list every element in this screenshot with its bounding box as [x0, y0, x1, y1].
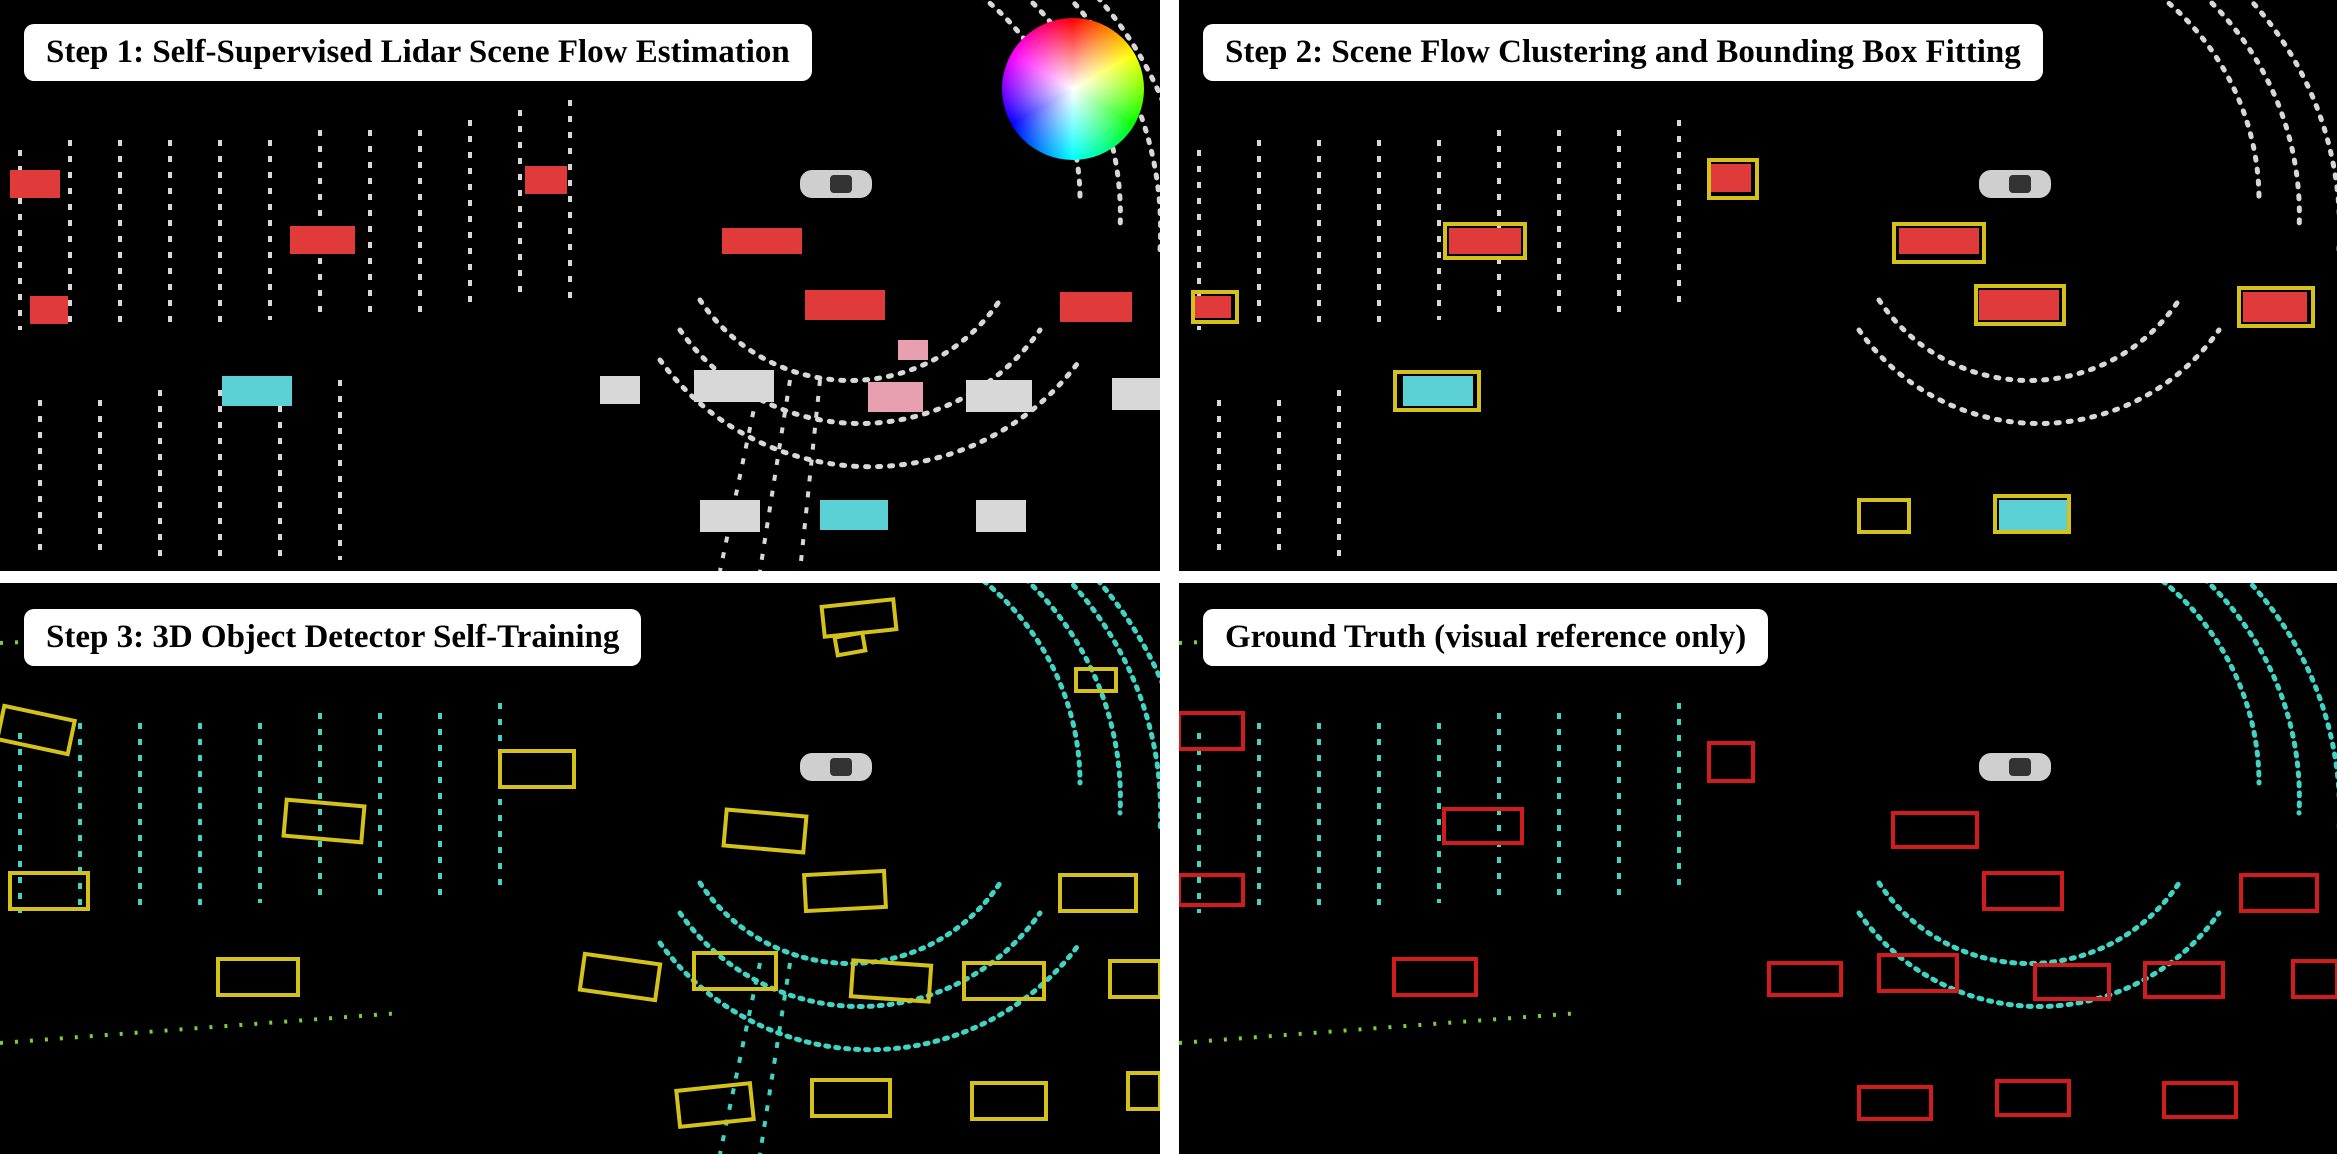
lidar-scene-step2	[1191, 0, 2337, 560]
panel-step1: Step 1: Self-Supervised Lidar Scene Flow…	[0, 0, 1160, 571]
lidar-scene-step3	[0, 583, 1160, 1154]
lidar-scene-ground-truth	[1179, 583, 2337, 1121]
ego-car-icon	[800, 170, 872, 198]
panel-title: Ground Truth (visual reference only)	[1203, 609, 1769, 666]
ego-car-icon	[1979, 170, 2051, 198]
panel-title: Step 3: 3D Object Detector Self-Training	[24, 609, 642, 666]
ego-car-icon	[800, 753, 872, 781]
ego-car-icon	[1979, 753, 2051, 781]
lidar-scene-step1	[10, 0, 1160, 571]
panel-step2: Step 2: Scene Flow Clustering and Boundi…	[1179, 0, 2337, 571]
panel-title: Step 1: Self-Supervised Lidar Scene Flow…	[24, 24, 812, 81]
panel-ground-truth: Ground Truth (visual reference only)	[1179, 583, 2337, 1154]
color-wheel-icon	[1002, 18, 1144, 160]
panel-step3: Step 3: 3D Object Detector Self-Training	[0, 583, 1160, 1154]
panel-title: Step 2: Scene Flow Clustering and Boundi…	[1203, 24, 2043, 81]
